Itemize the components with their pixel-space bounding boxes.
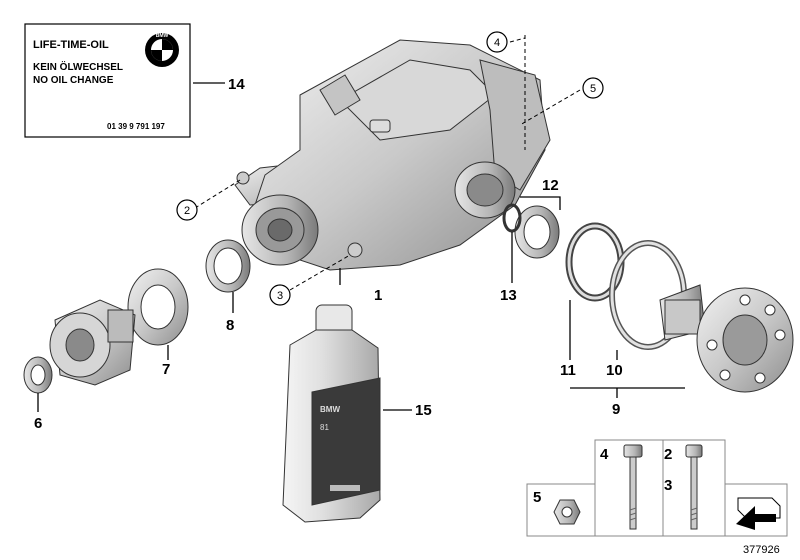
oil-bottle-15: BMW 81 (282, 304, 381, 523)
card-line-2: KEIN ÖLWECHSEL (33, 60, 123, 73)
output-flange-9 (659, 284, 794, 393)
callout-7: 7 (162, 361, 170, 378)
arrow-icon (736, 497, 781, 530)
circled-callout-5: 5 (582, 77, 604, 99)
bottle-brand-text: BMW (320, 405, 340, 414)
bmw-logo-text: BMW (156, 33, 169, 39)
card-line-3: NO OIL CHANGE (33, 75, 114, 86)
bmw-logo-icon: BMW (145, 33, 179, 67)
callout-12: 12 (542, 177, 559, 194)
callout-10: 10 (606, 362, 623, 379)
callout-labels: 14 1 12 13 8 7 6 15 11 10 9 (34, 76, 623, 432)
fastener-legend: 5 4 2 3 (526, 439, 788, 537)
drive-flange-part (49, 299, 136, 386)
leader-lines (37, 35, 685, 412)
differential-housing (234, 39, 551, 271)
callout-8: 8 (226, 317, 234, 334)
diagram-id: 377926 (743, 544, 780, 556)
legend-4: 4 (600, 446, 609, 463)
callout-11: 11 (560, 362, 576, 379)
legend-2: 2 (664, 446, 672, 463)
circled-callout-3: 3 (269, 284, 291, 306)
circled-callout-2: 2 (176, 199, 198, 221)
bottle-code-text: 81 (320, 423, 329, 432)
card-part-number: 01 39 9 791 197 (107, 122, 165, 131)
long-bolt-icon (623, 444, 643, 530)
card-line-1: LIFE-TIME-OIL (33, 39, 109, 51)
hex-nut-icon (553, 499, 581, 525)
callout-14: 14 (228, 76, 245, 93)
callout-15: 15 (415, 402, 432, 419)
circled-callout-4: 4 (486, 31, 508, 53)
svg-text:4: 4 (494, 37, 500, 49)
legend-3: 3 (664, 477, 672, 494)
svg-text:5: 5 (590, 83, 596, 95)
callout-6: 6 (34, 415, 42, 432)
bolt-icon (685, 444, 703, 530)
svg-text:3: 3 (277, 290, 283, 302)
callout-13: 13 (500, 287, 517, 304)
collar-nut-6 (23, 356, 53, 394)
input-flange-7 (127, 268, 189, 346)
o-ring-13 (502, 203, 522, 233)
seal-ring-8 (205, 239, 251, 293)
shaft-seal-12 (514, 205, 560, 259)
callout-9: 9 (612, 401, 620, 418)
callout-1: 1 (374, 287, 382, 304)
legend-5: 5 (533, 489, 541, 506)
lifetime-oil-label-card: LIFE-TIME-OIL KEIN ÖLWECHSEL NO OIL CHAN… (24, 23, 191, 138)
svg-text:2: 2 (184, 205, 190, 217)
